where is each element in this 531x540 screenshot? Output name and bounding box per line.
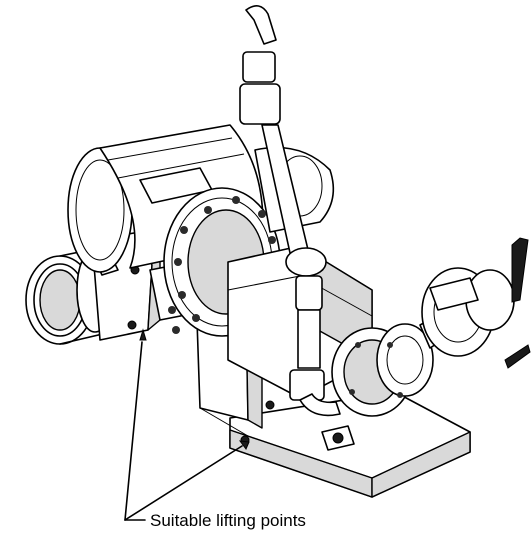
valve-assembly bbox=[421, 267, 515, 357]
flange-bolts bbox=[168, 196, 276, 334]
leader-lines bbox=[124, 328, 250, 521]
lifting-points-label: Suitable lifting points bbox=[150, 511, 306, 530]
hose-lines bbox=[239, 5, 341, 417]
valve-handle bbox=[504, 237, 531, 369]
base-bolts bbox=[265, 400, 355, 451]
